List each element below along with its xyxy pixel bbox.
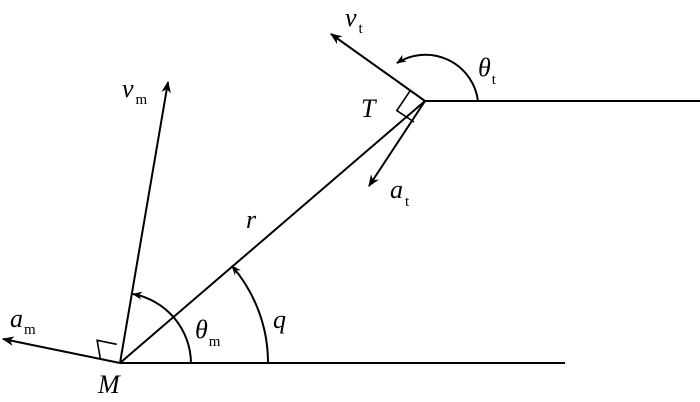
theta-t-label: θt xyxy=(478,53,497,88)
line-of-sight-r xyxy=(119,100,426,364)
a-m-label: am xyxy=(10,304,36,338)
r-label: r xyxy=(246,205,257,234)
missile-velocity-arrow xyxy=(119,80,171,364)
M-label: M xyxy=(97,370,121,399)
theta-m-arc xyxy=(132,291,192,364)
q-arc xyxy=(231,265,270,364)
theta-t-arc xyxy=(396,53,479,102)
target-acceleration-arrow xyxy=(368,100,426,188)
theta-m-label: θm xyxy=(195,315,221,350)
missile-right-angle-mark xyxy=(96,339,117,360)
missile-acceleration-arrow xyxy=(1,336,121,364)
target-right-angle-mark xyxy=(395,90,415,123)
T-label: T xyxy=(361,94,377,123)
q-label: q xyxy=(273,305,286,334)
target-velocity-arrow xyxy=(330,33,426,102)
